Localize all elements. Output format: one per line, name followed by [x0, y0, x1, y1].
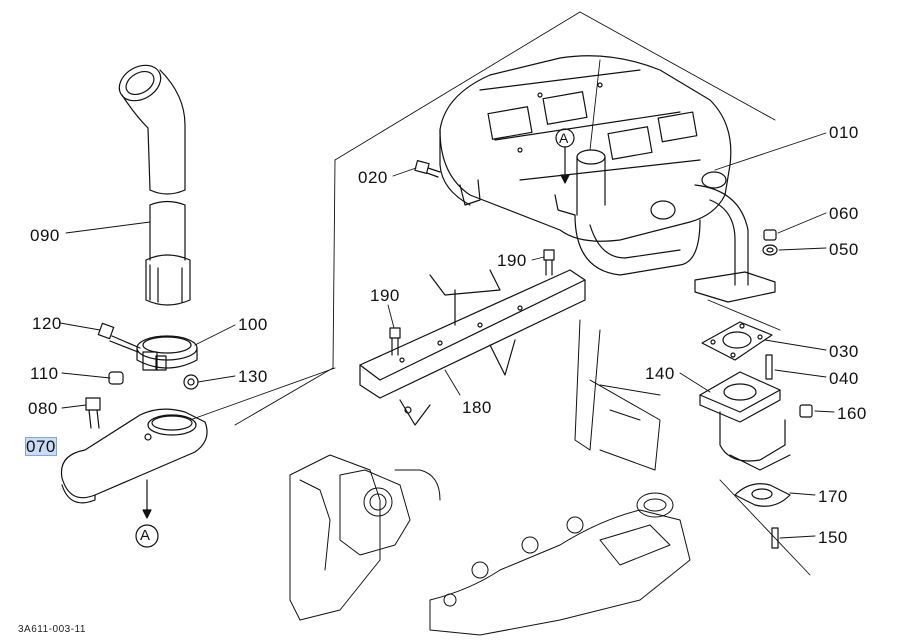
bolt-080 [86, 398, 100, 428]
leader-lines [60, 60, 834, 575]
drawing-code: 3A611-003-11 [18, 624, 86, 635]
nut-110 [109, 372, 123, 384]
callout-100: 100 [238, 315, 268, 334]
nut-160 [800, 405, 812, 417]
tail-pipe [113, 58, 190, 305]
engine-block [290, 320, 690, 635]
washer-050 [763, 245, 777, 255]
bolt-190-left [390, 328, 400, 355]
callout-180: 180 [462, 398, 492, 417]
nut-130 [184, 375, 198, 389]
callout-150: 150 [818, 528, 848, 547]
callout-080: 080 [28, 399, 58, 418]
callout-140: 140 [645, 364, 675, 383]
callout-190-left: 190 [370, 286, 400, 305]
callout-070[interactable]: 070 [25, 437, 57, 456]
callout-190-right: 190 [497, 251, 527, 270]
reference-mark-a-upper [556, 129, 574, 183]
muffler [440, 56, 775, 302]
callout-110: 110 [30, 364, 59, 383]
pipe-clamp [137, 336, 197, 370]
stud-040 [766, 355, 772, 379]
muffler-bracket [360, 270, 585, 425]
callout-050: 050 [829, 240, 859, 259]
reference-mark-a-upper-label: A [559, 130, 569, 146]
exhaust-elbow [700, 372, 790, 470]
nut-060 [764, 230, 776, 240]
callout-010: 010 [829, 123, 859, 142]
callout-120: 120 [32, 314, 62, 333]
bolt-190-right [544, 250, 554, 275]
callout-030: 030 [829, 342, 859, 361]
gasket-170 [735, 484, 790, 507]
boundary-lines [190, 12, 775, 425]
gasket-030 [702, 322, 772, 360]
callout-130: 130 [238, 367, 268, 386]
reference-mark-a-lower: A [140, 527, 151, 544]
callout-040: 040 [829, 369, 859, 388]
bolt-120 [98, 323, 140, 352]
callout-060: 060 [829, 204, 859, 223]
stud-150 [772, 528, 778, 548]
callout-170: 170 [818, 487, 848, 506]
callout-160: 160 [837, 404, 867, 423]
bolt-020 [415, 161, 440, 177]
pipe-support-plate [61, 409, 207, 547]
callout-020: 020 [358, 168, 388, 187]
callout-090: 090 [30, 226, 60, 245]
